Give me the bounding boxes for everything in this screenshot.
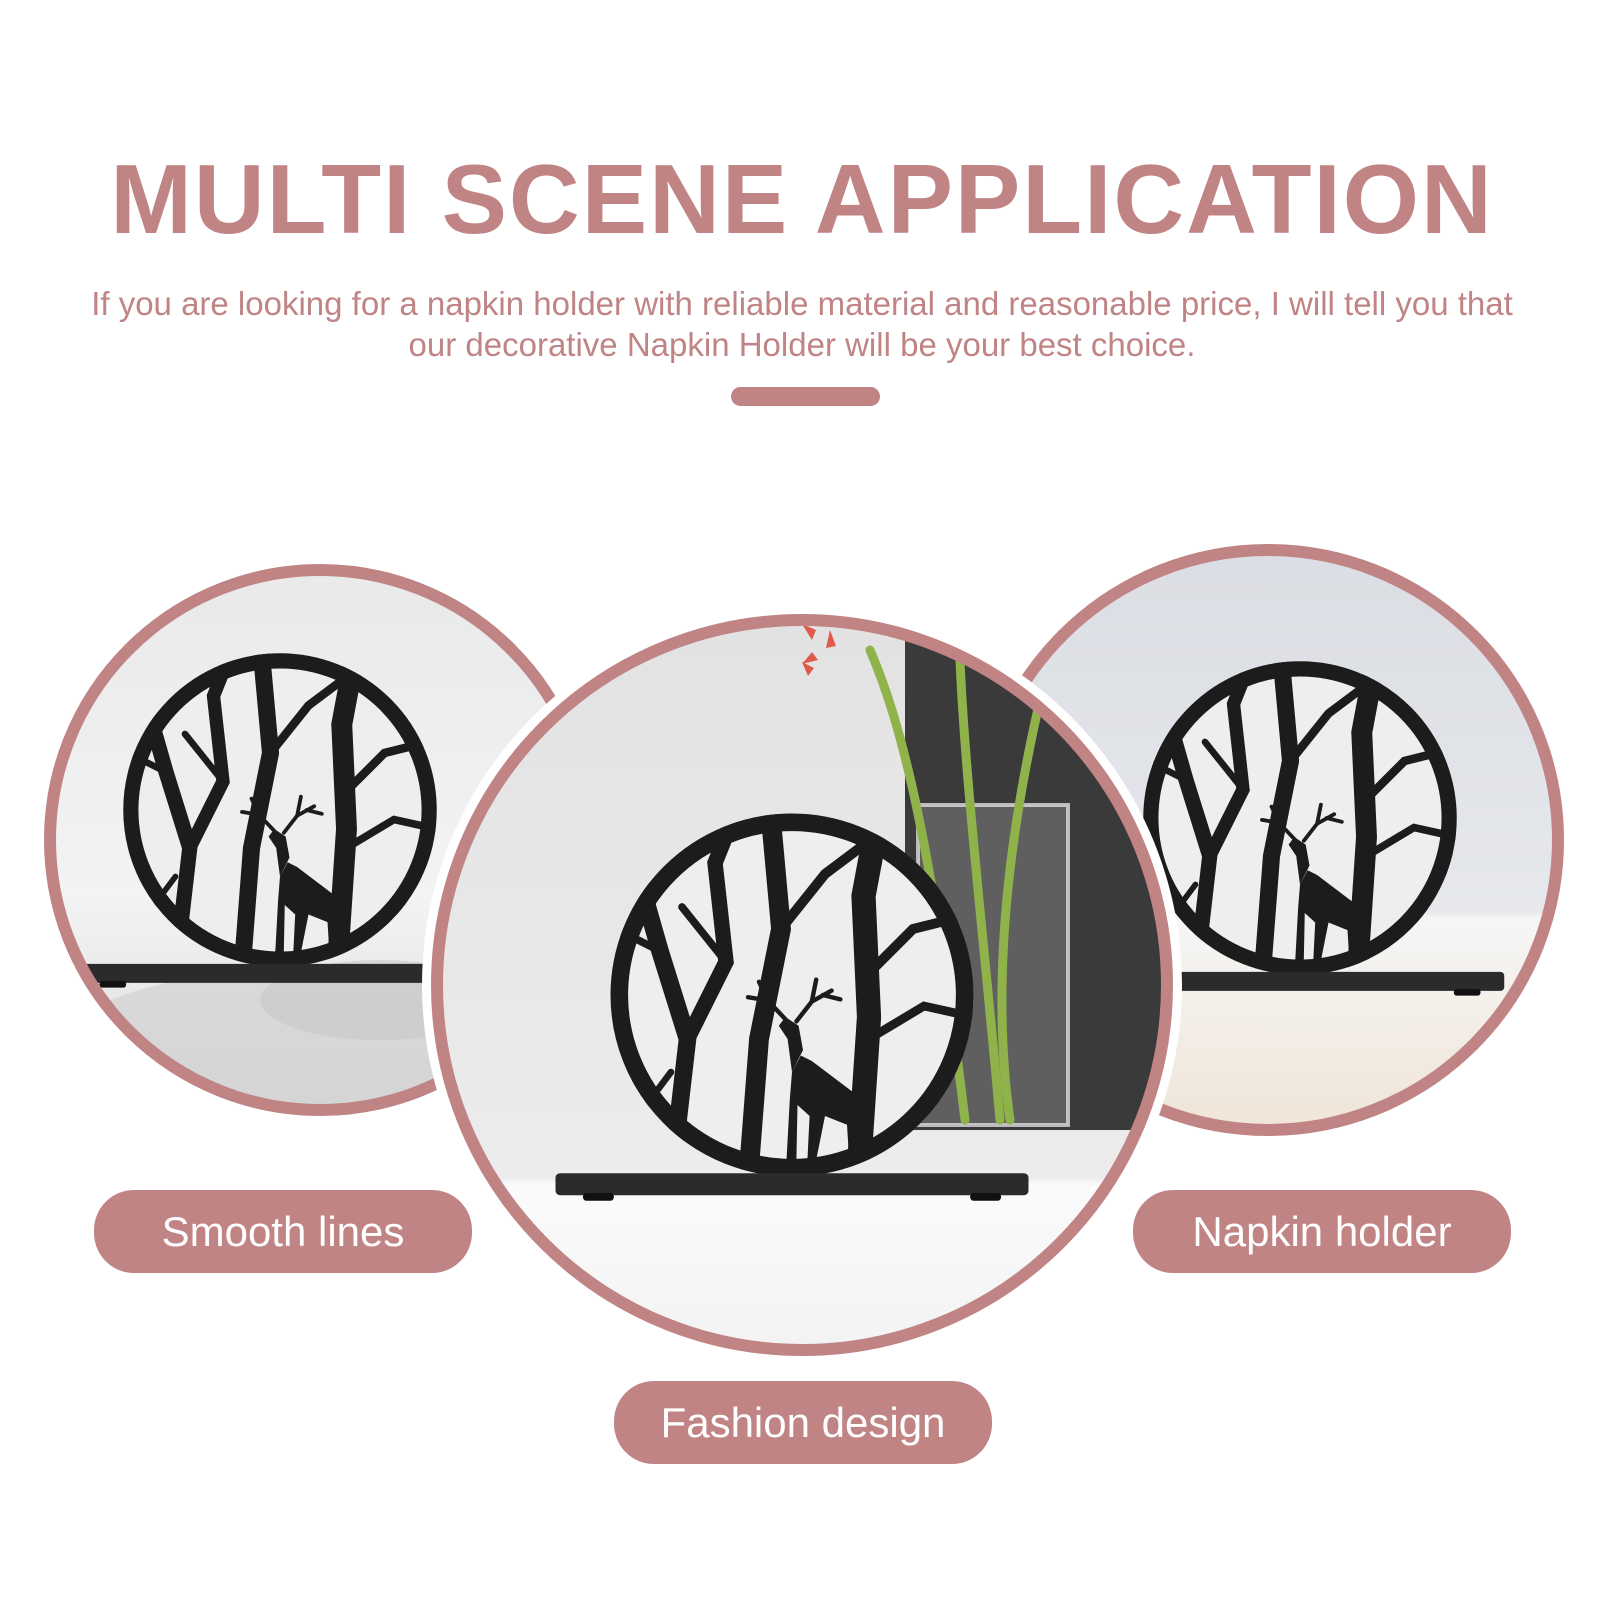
- label-fashion-design: Fashion design: [614, 1381, 992, 1464]
- headline: MULTI SCENE APPLICATION: [110, 144, 1494, 254]
- divider-bar: [731, 387, 880, 406]
- label-smooth-lines-text: Smooth lines: [161, 1207, 405, 1255]
- scene-center: [422, 605, 1182, 1365]
- label-napkin-holder-text: Napkin holder: [1192, 1207, 1452, 1255]
- label-smooth-lines: Smooth lines: [94, 1190, 472, 1273]
- label-napkin-holder: Napkin holder: [1133, 1190, 1511, 1273]
- subtext: If you are looking for a napkin holder w…: [91, 285, 1513, 363]
- label-fashion-design-text: Fashion design: [660, 1398, 946, 1446]
